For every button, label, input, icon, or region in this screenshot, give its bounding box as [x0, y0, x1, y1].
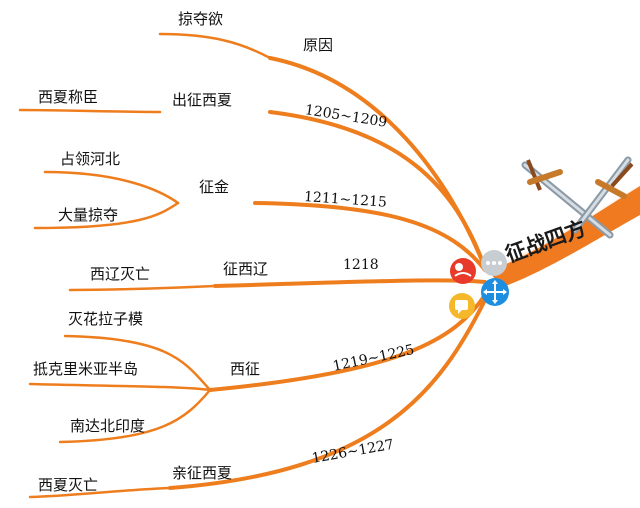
branch-line-xiliao — [213, 278, 487, 288]
leaf-label-xixia-vassal[interactable]: 西夏称臣 — [38, 88, 99, 106]
title-ribbon-highlight — [495, 178, 640, 268]
crossed-swords-icon — [521, 156, 634, 239]
leaf-label-mass-plunder[interactable]: 大量掠夺 — [58, 206, 119, 224]
branch-label-xiliao[interactable]: 征西辽 — [223, 260, 269, 278]
leaf-label-crimea[interactable]: 抵克里米亚半岛 — [33, 360, 139, 378]
sub-line-xixia-1 — [18, 108, 162, 114]
branch-line-reason — [268, 56, 487, 270]
branch-label-xixia-personal[interactable]: 亲征西夏 — [172, 464, 233, 482]
year-label-1218: 1218 — [343, 257, 379, 273]
branch-label-reason[interactable]: 原因 — [303, 36, 334, 54]
leaf-label-khwarazm[interactable]: 灭花拉子模 — [68, 310, 144, 328]
sub-line-hebei — [43, 170, 180, 205]
more-icon[interactable] — [481, 250, 507, 276]
sub-line-reason — [158, 32, 272, 60]
comment-icon[interactable] — [449, 293, 475, 319]
sub-line-india — [58, 388, 212, 444]
sub-line-plunder — [33, 201, 180, 230]
sub-line-xixia-2 — [28, 486, 172, 499]
branch-line-xixia-2 — [168, 298, 487, 490]
leaf-label-north-india[interactable]: 南达北印度 — [70, 417, 146, 435]
branch-line-jin — [253, 201, 487, 272]
node-toolbar — [449, 250, 509, 319]
branch-line-xixia-1 — [268, 110, 487, 270]
leaf-label-xiliao-fall[interactable]: 西辽灭亡 — [90, 265, 151, 283]
move-icon[interactable] — [481, 278, 509, 306]
title-ribbon — [488, 185, 640, 288]
leaf-label-plunder-desire[interactable]: 掠夺欲 — [178, 10, 224, 28]
sub-line-xiliao — [68, 284, 217, 292]
leaf-label-xixia-fall[interactable]: 西夏灭亡 — [38, 476, 99, 494]
mindmap-icon[interactable] — [450, 258, 476, 284]
sub-line-crimea — [28, 382, 212, 392]
sub-line-khwarazm — [63, 334, 212, 392]
branch-label-xixia-campaign[interactable]: 出征西夏 — [172, 91, 233, 109]
leaf-label-hebei[interactable]: 占领河北 — [60, 150, 121, 168]
branch-label-jin[interactable]: 征金 — [199, 178, 230, 196]
branch-label-west-campaign[interactable]: 西征 — [230, 360, 261, 378]
